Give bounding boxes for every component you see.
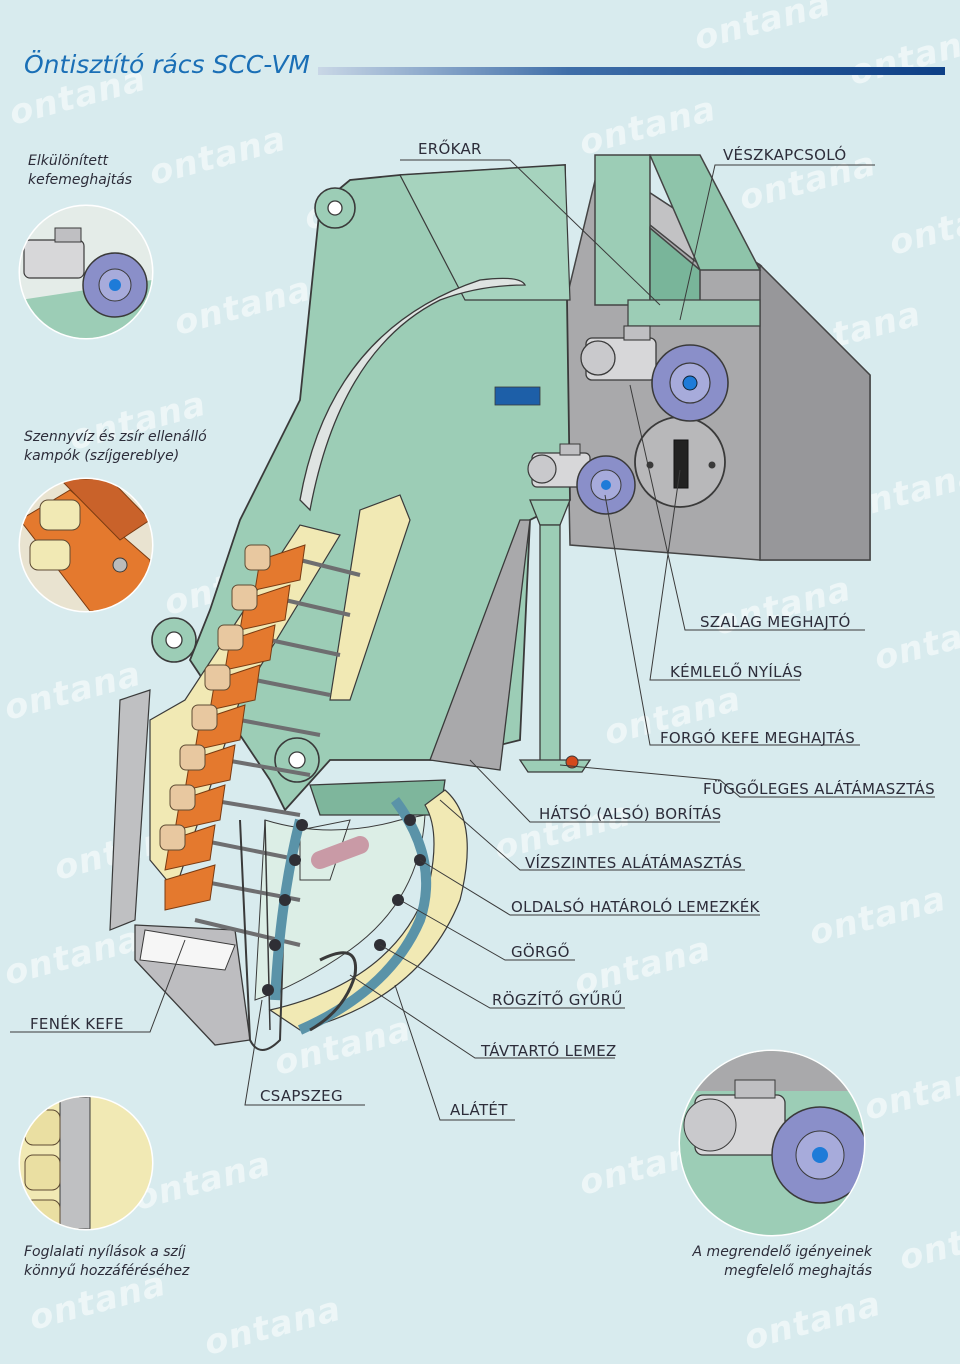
label-inspection-opening: KÉMLELŐ NYÍLÁS — [670, 663, 803, 681]
label-pin: CSAPSZEG — [260, 1087, 343, 1105]
vertical-support — [518, 499, 592, 773]
note-openings: Foglalati nyílások a szíj könnyű hozzáfé… — [24, 1243, 189, 1281]
label-rotating-brush-drive: FORGÓ KEFE MEGHAJTÁS — [660, 729, 856, 747]
label-side-plates: OLDALSÓ HATÁROLÓ LEMEZKÉK — [511, 898, 760, 916]
label-bottom-brush: FENÉK KEFE — [30, 1015, 124, 1033]
rake-assembly — [109, 494, 468, 1051]
title-bar — [318, 67, 945, 75]
note-custom-drive: A megrendelő igényeinek megfelelő meghaj… — [660, 1243, 872, 1281]
label-vertical-support: FÜGGŐLEGES ALÁTÁMASZTÁS — [703, 780, 935, 798]
detail-brush-drive — [18, 204, 154, 340]
label-spacer-plate: TÁVTARTÓ LEMEZ — [481, 1042, 617, 1060]
label-belt-drive: SZALAG MEGHAJTÓ — [700, 613, 851, 631]
label-fixing-ring: RÖGZÍTŐ GYŰRŰ — [492, 991, 623, 1009]
note-line: kefemeghajtás — [28, 172, 133, 188]
page-title: Öntisztító rács SCC-VM — [24, 50, 310, 79]
note-line: A megrendelő igényeinek — [692, 1244, 872, 1260]
brush-drive-motor — [527, 443, 636, 515]
label-horizontal-support: VÍZSZINTES ALÁTÁMASZTÁS — [525, 854, 743, 872]
detail-openings — [18, 1095, 154, 1231]
top-frame — [594, 154, 762, 327]
note-line: kampók (szíjgereblye) — [24, 448, 180, 464]
detail-custom-drive — [678, 1049, 866, 1237]
main-frame — [151, 164, 571, 816]
inspection-opening — [634, 416, 726, 508]
label-washer: ALÁTÉT — [450, 1101, 508, 1119]
label-roller: GÖRGŐ — [511, 943, 570, 961]
detail-hooks — [18, 477, 154, 613]
note-hooks: Szennyvíz és zsír ellenálló kampók (szíj… — [24, 428, 207, 466]
note-line: megfelelő meghajtás — [724, 1263, 872, 1279]
note-line: Szennyvíz és zsír ellenálló — [24, 429, 207, 445]
note-line: könnyű hozzáféréséhez — [24, 1263, 190, 1279]
leader-lines — [10, 159, 935, 1121]
label-emergency-switch: VÉSZKAPCSOLÓ — [723, 146, 847, 164]
belt-drive-motor — [580, 325, 729, 422]
label-lever: ERŐKAR — [418, 140, 482, 158]
label-rear-cover: HÁTSÓ (ALSÓ) BORÍTÁS — [539, 805, 722, 823]
note-brush-drive: Elkülönített kefemeghajtás — [28, 152, 132, 190]
note-line: Foglalati nyílások a szíj — [24, 1244, 186, 1260]
note-line: Elkülönített — [28, 153, 109, 169]
